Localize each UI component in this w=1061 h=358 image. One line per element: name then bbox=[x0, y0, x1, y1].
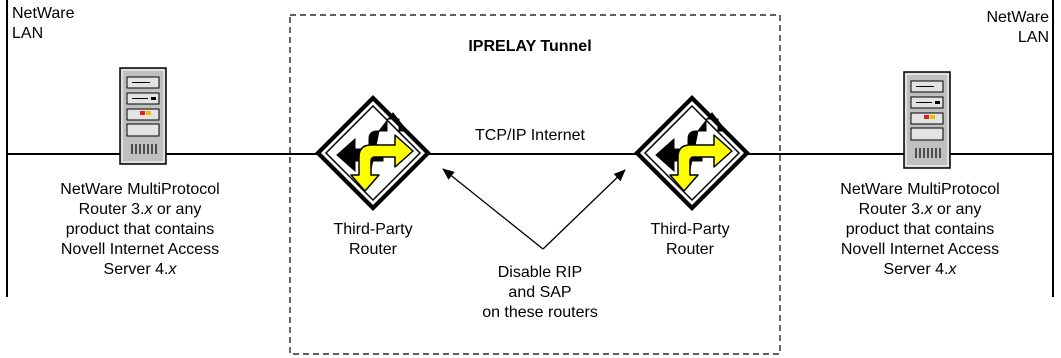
annotation-arrow-right bbox=[542, 169, 626, 250]
right-router-label: Third-Party Router bbox=[650, 221, 730, 258]
left-lan-label: NetWare LAN bbox=[12, 5, 75, 42]
right-lan-label: NetWare LAN bbox=[986, 9, 1049, 46]
link-label: TCP/IP Internet bbox=[475, 127, 585, 144]
router-diamond-icon bbox=[633, 94, 751, 212]
annotation-label: Disable RIP and SAP on these routers bbox=[482, 264, 598, 321]
right-server-description: NetWare MultiProtocol Router 3.x or any … bbox=[840, 181, 1000, 278]
annotation-arrow-left bbox=[442, 168, 544, 250]
left-server-description: NetWare MultiProtocol Router 3.x or any … bbox=[60, 181, 220, 278]
server-tower-icon bbox=[903, 71, 951, 169]
server-tower-icon bbox=[119, 67, 167, 165]
left-router-label: Third-Party Router bbox=[333, 221, 413, 258]
router-diamond-icon bbox=[314, 94, 432, 212]
iprelay-tunnel-box bbox=[289, 14, 781, 355]
tunnel-title: IPRELAY Tunnel bbox=[468, 38, 592, 55]
